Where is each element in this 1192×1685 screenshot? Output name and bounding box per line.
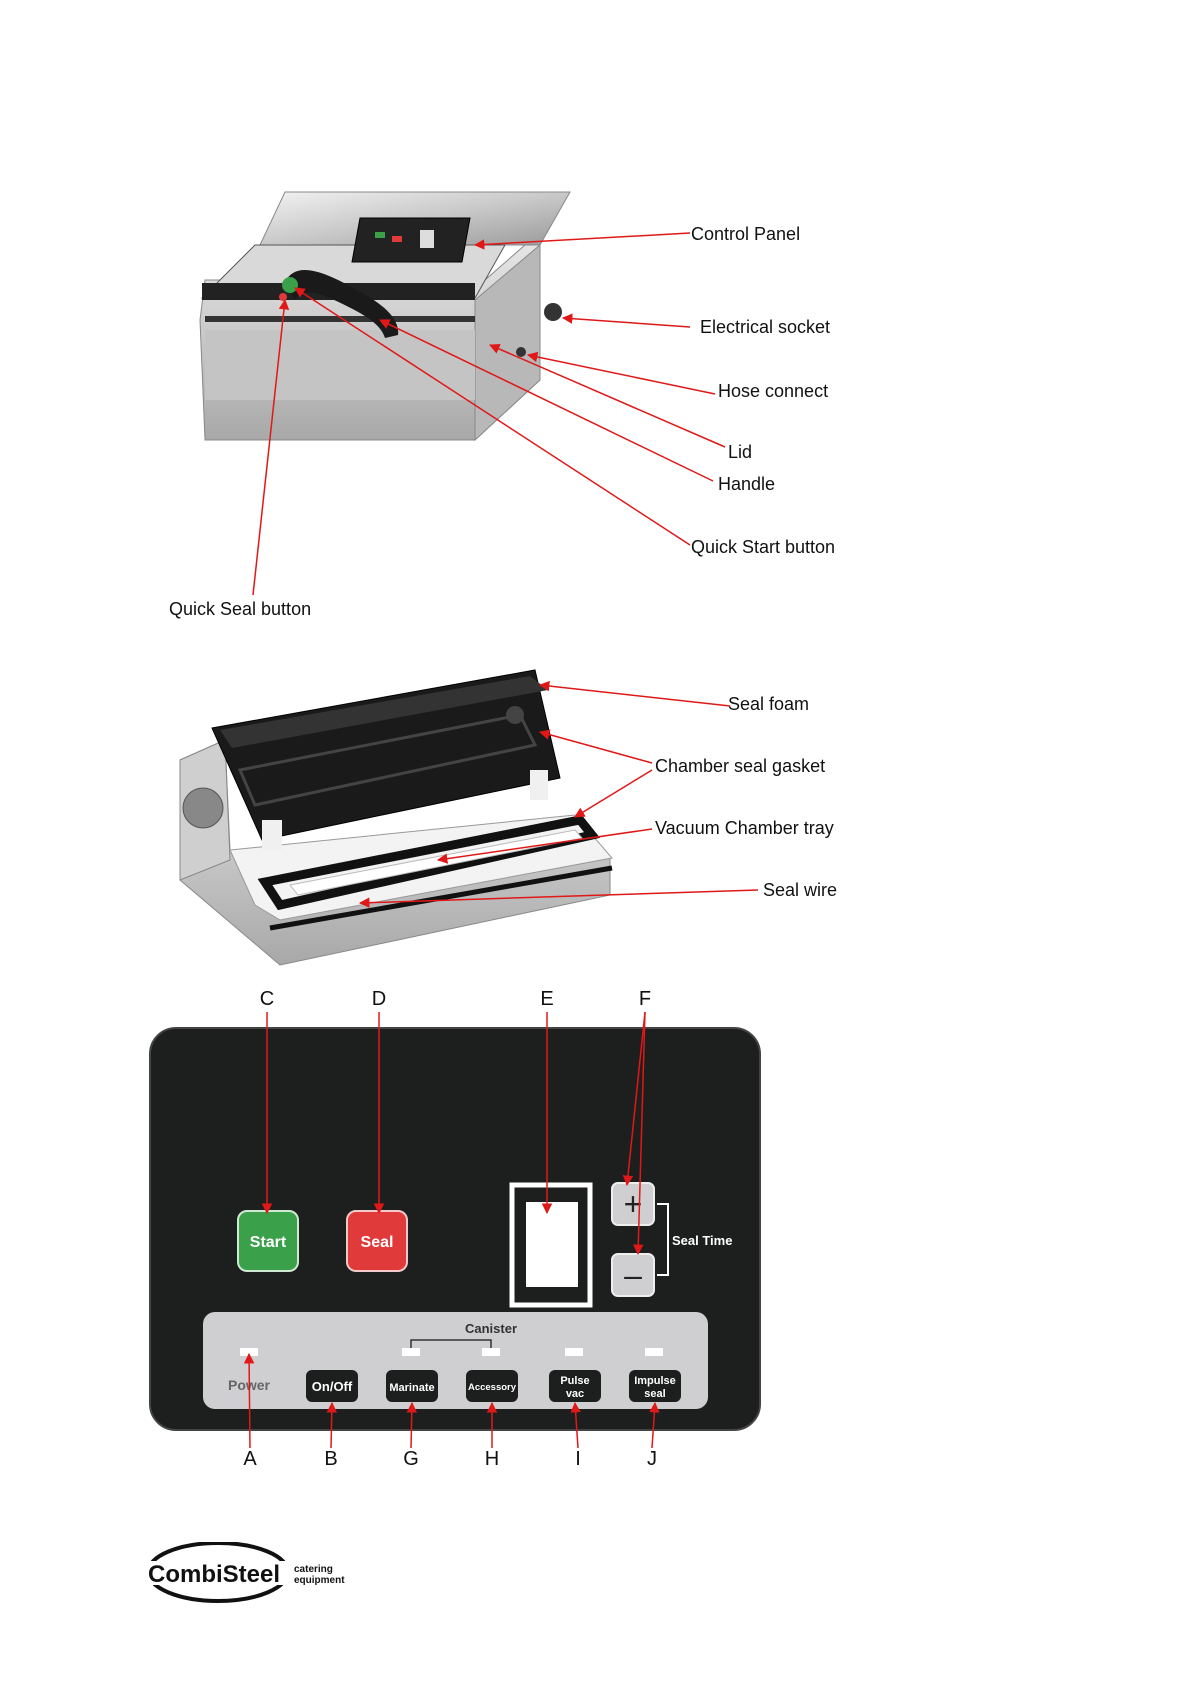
display-screen <box>526 1202 578 1287</box>
vacuum-sealer-open <box>180 670 612 965</box>
marinate-label: Marinate <box>389 1382 434 1394</box>
letter-a: A <box>238 1448 262 1471</box>
pulse-label-2: vac <box>566 1388 584 1400</box>
letter-d: D <box>367 988 391 1011</box>
logo-brand: CombiSteel <box>148 1561 280 1588</box>
letter-g: G <box>399 1448 423 1471</box>
seal-label: Seal <box>361 1234 394 1251</box>
label-hose-connect: Hose connect <box>718 381 828 402</box>
impulse-label-1: Impulse <box>634 1375 676 1387</box>
label-chamber-seal-gasket: Chamber seal gasket <box>655 756 825 777</box>
letter-f: F <box>633 988 657 1011</box>
letter-c: C <box>255 988 279 1011</box>
letter-h: H <box>480 1448 504 1471</box>
start-label: Start <box>250 1234 287 1251</box>
label-seal-wire: Seal wire <box>763 880 837 901</box>
label-quick-seal-button: Quick Seal button <box>169 599 311 620</box>
impulse-label-2: seal <box>644 1388 665 1400</box>
combisteel-logo: CombiSteel catering equipment <box>146 1542 366 1617</box>
label-seal-foam: Seal foam <box>728 694 809 715</box>
letter-i: I <box>566 1448 590 1471</box>
vacuum-sealer-closed <box>200 192 570 440</box>
minus-symbol: – <box>624 1257 642 1293</box>
label-handle: Handle <box>718 474 775 495</box>
label-quick-start-button: Quick Start button <box>691 537 835 558</box>
label-control-panel: Control Panel <box>691 224 800 245</box>
pulse-label-1: Pulse <box>560 1375 589 1387</box>
letter-e: E <box>535 988 559 1011</box>
label-electrical-socket: Electrical socket <box>700 317 830 338</box>
seal-time-label: Seal Time <box>672 1233 732 1248</box>
label-vacuum-chamber-tray: Vacuum Chamber tray <box>655 818 834 839</box>
on-off-label: On/Off <box>312 1379 353 1394</box>
accessory-label: Accessory <box>468 1382 517 1393</box>
logo-sub-2: equipment <box>294 1575 345 1586</box>
control-panel-diagram: Start Seal + – Seal Time Canister Power … <box>150 1028 760 1430</box>
letter-j: J <box>640 1448 664 1471</box>
letter-b: B <box>319 1448 343 1471</box>
logo-sub-1: catering <box>294 1564 333 1575</box>
canister-label: Canister <box>465 1321 517 1336</box>
label-lid: Lid <box>728 442 752 463</box>
